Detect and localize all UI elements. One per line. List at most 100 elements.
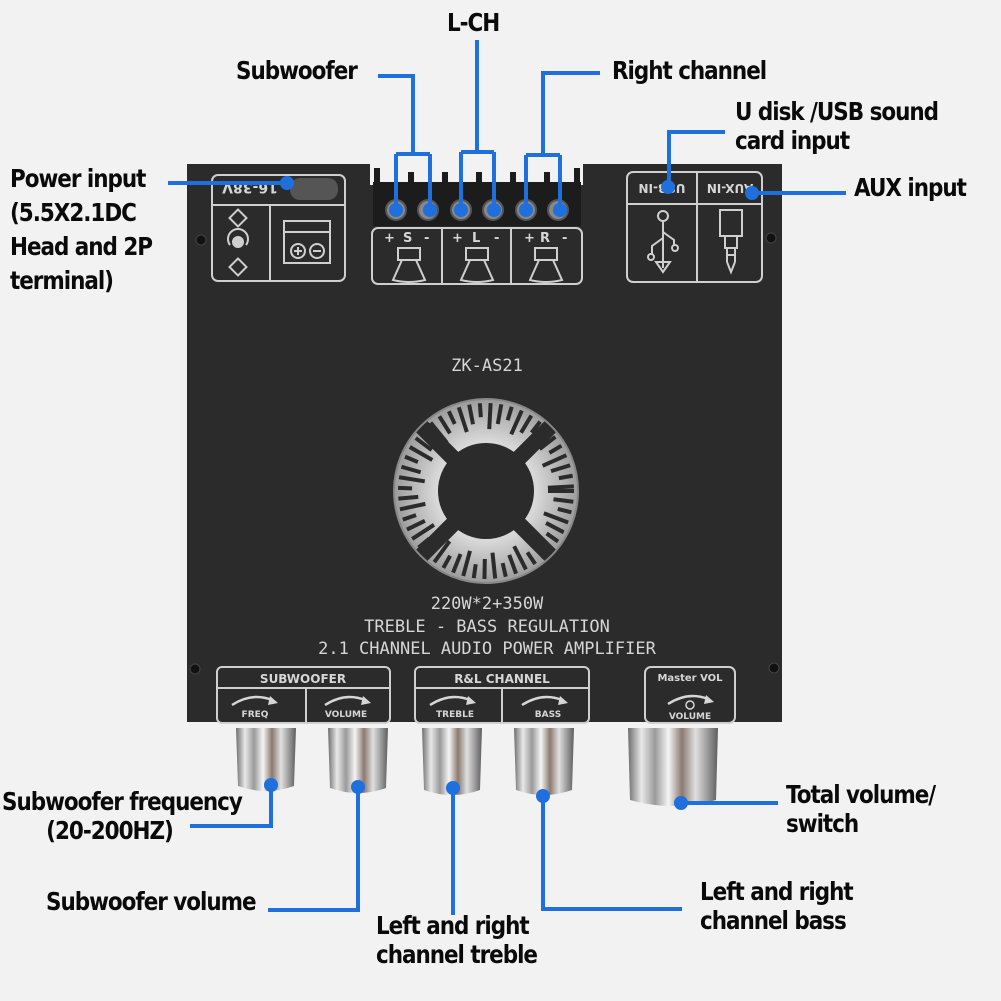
heatsink-fin (558, 473, 574, 481)
treble-label: TREBLE (436, 710, 474, 720)
heatsink-fin (550, 463, 571, 474)
callout-dots (264, 176, 759, 810)
heatsink-fin (541, 453, 568, 468)
heatsink-fin (432, 539, 452, 564)
subwoofer-title: SUBWOOFER (260, 672, 346, 686)
callout-lr-treble-line2: channel treble (376, 940, 538, 969)
input-panel (626, 171, 763, 283)
knob-sub-volume (328, 728, 388, 793)
callout-total-volume-line1: Total volume/ (786, 780, 936, 809)
callout-lr-treble-line1: Left and right (376, 911, 530, 940)
heatsink-fin (456, 406, 469, 433)
heatsink-fin (519, 414, 534, 434)
knobs (236, 728, 718, 806)
master-volume-label: VOLUME (669, 712, 711, 722)
callout-lr-bass-line2: channel bass (700, 906, 847, 935)
callout-power-input-line1: Power input (10, 164, 146, 193)
audio-jack-icon (719, 209, 743, 275)
usb-icon (647, 210, 679, 274)
speaker-icon-l (459, 247, 495, 283)
speaker-icon-s (391, 247, 427, 283)
rl-channel-title: R&L CHANNEL (454, 672, 550, 686)
heatsink-fin (547, 484, 574, 490)
terminal-r-minus: - (562, 231, 567, 246)
aux-in-label: AUX-IN (707, 181, 753, 195)
heatsink-fin (543, 511, 569, 525)
heatsink-fin (461, 550, 472, 577)
terminal-l-plus: + (452, 231, 463, 246)
callout-power-input-line3: Head and 2P (10, 232, 153, 261)
subwoofer-panel (216, 666, 391, 724)
callout-lr-bass: Left and right channel bass (700, 877, 854, 935)
callout-sub-freq: Subwoofer frequency (20-200HZ) (2, 787, 243, 845)
callout-subwoofer: Subwoofer (236, 56, 358, 85)
heatsink-fin (525, 551, 537, 566)
heatsink-fin (441, 554, 452, 569)
callout-usb-input: U disk /USB sound card input (735, 97, 939, 155)
callout-sub-freq-line1: Subwoofer frequency (2, 787, 243, 816)
speaker-terminal-block (373, 168, 581, 226)
model-label: ZK-AS21 (451, 356, 523, 376)
heatsink-fin (446, 410, 457, 425)
terminal-r-label: R (540, 231, 550, 246)
heatsink-fin (553, 497, 574, 504)
heatsink-fin (467, 404, 475, 425)
master-vol-panel (644, 666, 736, 724)
freq-label: FREQ (242, 710, 269, 720)
knob-treble (422, 728, 482, 795)
callout-lines (168, 40, 846, 915)
callout-power-input-line4: terminal) (10, 266, 114, 295)
heatsink-fin (398, 494, 419, 501)
heatsink-fin (400, 464, 422, 475)
heatsink-fin (411, 523, 436, 541)
heatsink-fin (509, 409, 524, 436)
power-input-panel (211, 174, 346, 282)
power-rating: 220W*2+350W (431, 594, 544, 614)
callout-aux-input: AUX input (854, 173, 967, 202)
dc-jack-icon (227, 208, 249, 277)
speaker-icon-r (528, 247, 564, 283)
callout-lr-treble: Left and right channel treble (376, 911, 538, 969)
terminal-s-label: S (403, 231, 412, 246)
callout-usb-input-line2: card input (735, 126, 850, 155)
callout-total-volume-line2: switch (786, 809, 859, 838)
speaker-output-panel (371, 227, 583, 285)
callout-l-ch: L-CH (447, 8, 500, 37)
heatsink-fin (404, 454, 419, 464)
heatsink-fin (408, 445, 434, 462)
heatsink-fin (548, 443, 563, 455)
power-switch-icon (685, 700, 695, 710)
heatsink-fin (545, 531, 560, 544)
heatsink-fin (507, 554, 518, 575)
callout-power-input-line2: (5.5X2.1DC (10, 198, 137, 227)
heatsink-fin (487, 403, 493, 430)
terminal-l-minus: - (494, 231, 499, 246)
heatsink-fin (399, 501, 426, 512)
mounting-screws (189, 232, 780, 675)
heatsink-fin (529, 420, 542, 434)
knob-bass (514, 728, 574, 795)
heatsink-fin (437, 415, 452, 435)
heatsink-fin (490, 552, 498, 579)
description-line: 2.1 CHANNEL AUDIO POWER AMPLIFIER (318, 639, 657, 659)
heatsink-fin (402, 513, 417, 522)
heatsink-fin (398, 475, 426, 484)
two-pin-terminal-icon (283, 220, 331, 264)
feature-line: TREBLE - BASS REGULATION (364, 617, 610, 637)
heatsink-fin (512, 545, 528, 571)
heatsink-fin (451, 553, 463, 574)
heatsink-fin (406, 519, 426, 532)
heatsink-fin (471, 564, 478, 579)
sub-volume-label: VOLUME (325, 710, 367, 720)
heatsink-fin (505, 406, 514, 421)
heatsink-fan (393, 398, 579, 584)
heatsink-fin (545, 521, 565, 535)
dc-barrel-jack-slot (290, 178, 338, 200)
callout-sub-volume: Subwoofer volume (46, 887, 257, 916)
callout-power-input: Power input (5.5X2.1DC Head and 2P termi… (10, 162, 153, 298)
terminal-l-label: L (472, 231, 480, 246)
heatsink-fin (414, 436, 433, 452)
knob-master-volume (628, 728, 718, 806)
